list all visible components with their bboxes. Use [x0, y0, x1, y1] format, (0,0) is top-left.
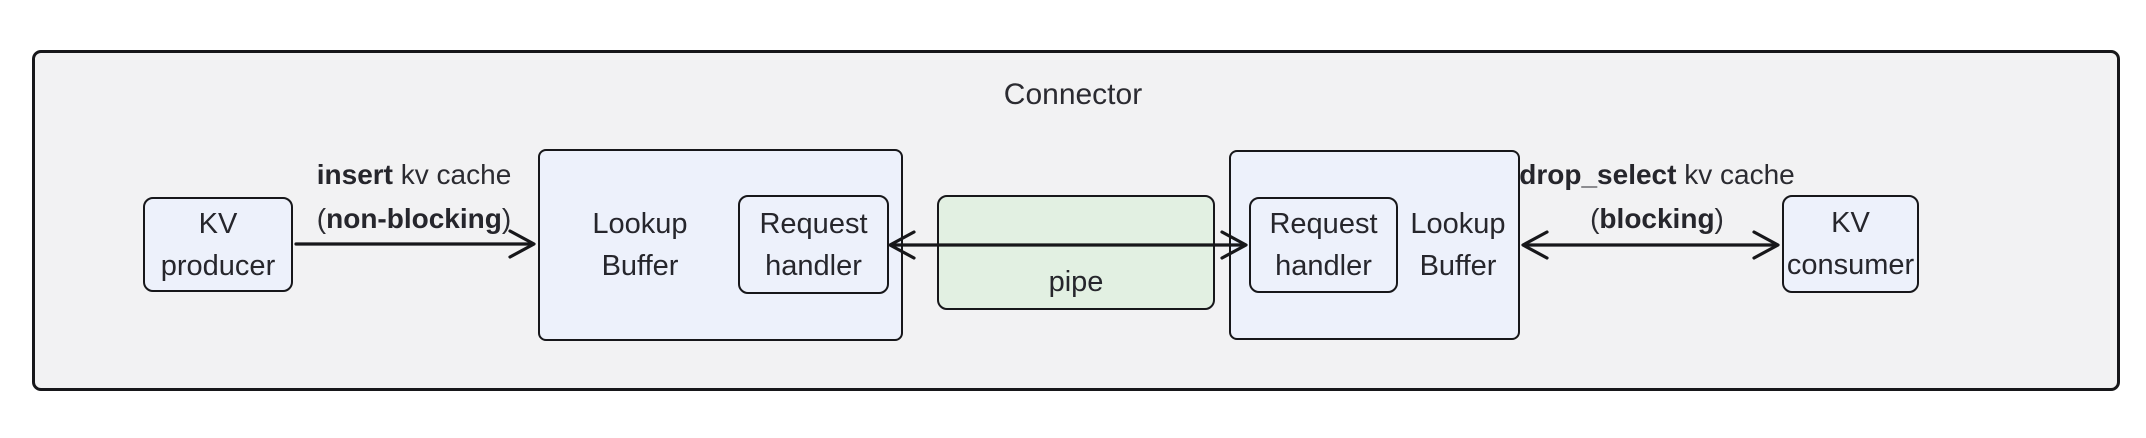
drop-select-label-line2: (blocking) — [1519, 197, 1794, 241]
insert-label-close-paren: ) — [501, 203, 512, 234]
request-handler-right-line1: Request — [1269, 208, 1378, 240]
insert-label-rest: kv cache — [392, 159, 512, 190]
lookup-right-line1: Lookup — [1410, 208, 1506, 240]
kv-consumer-line2: consumer — [1786, 249, 1915, 281]
insert-label-line2: (non-blocking) — [317, 197, 512, 241]
drop-select-label-open-paren: ( — [1590, 203, 1600, 234]
pipe-label: pipe — [1048, 266, 1104, 298]
drop-select-label-close-paren: ) — [1714, 203, 1724, 234]
drop-select-label-bold: drop_select — [1519, 159, 1677, 190]
lookup-buffer-right-box: Request handler Lookup Buffer — [1229, 150, 1520, 340]
kv-producer-line2: producer — [160, 249, 276, 282]
request-handler-left-box: Request handler — [738, 195, 889, 294]
insert-label-blocking-bold: non-blocking — [326, 203, 502, 234]
kv-consumer-line1: KV — [1831, 207, 1870, 239]
lookup-left-line2: Buffer — [601, 250, 679, 282]
kv-consumer-box: KV consumer — [1782, 195, 1919, 293]
request-handler-right-box: Request handler — [1249, 197, 1398, 293]
insert-label-open-paren: ( — [316, 203, 327, 234]
kv-producer-line1: KV — [198, 207, 238, 240]
drop-select-label-blocking-bold: blocking — [1599, 203, 1715, 234]
insert-arrow-label: insert kv cache (non-blocking) — [317, 153, 512, 241]
lookup-left-line1: Lookup — [592, 208, 688, 240]
lookup-buffer-left-box: Lookup Buffer Request handler — [538, 149, 903, 341]
kv-producer-box: KV producer — [143, 197, 293, 292]
drop-select-arrow-label: drop_select kv cache (blocking) — [1519, 153, 1794, 241]
request-handler-right-line2: handler — [1275, 250, 1372, 282]
request-handler-left-line2: handler — [765, 249, 862, 282]
lookup-buffer-right-label: Lookup Buffer — [1398, 152, 1518, 338]
insert-label-line1: insert kv cache — [317, 153, 512, 197]
insert-label-bold: insert — [316, 159, 393, 190]
lookup-buffer-left-label: Lookup Buffer — [540, 151, 740, 339]
drop-select-label-rest: kv cache — [1676, 159, 1795, 190]
lookup-right-line2: Buffer — [1419, 250, 1497, 282]
request-handler-left-line1: Request — [759, 207, 868, 240]
pipe-box: pipe — [937, 195, 1215, 310]
drop-select-label-line1: drop_select kv cache — [1519, 153, 1794, 197]
connector-title: Connector — [1003, 78, 1143, 111]
